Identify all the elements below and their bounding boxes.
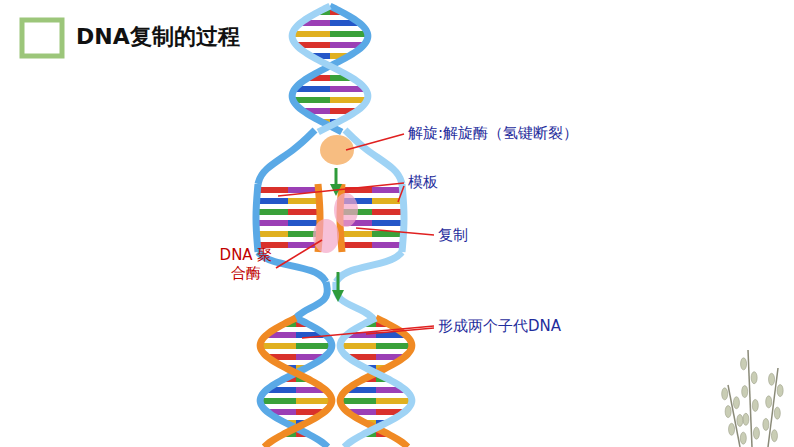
callout-label: 形成两个子代DNA (438, 317, 561, 335)
dna-strands (256, 6, 412, 447)
leader-lines (276, 134, 434, 338)
callout-label: 解旋:解旋酶（氢键断裂） (408, 124, 578, 142)
title-icon (22, 20, 62, 56)
callout-label: DNA 聚合酶 (218, 246, 274, 282)
callout-label: 复制 (438, 226, 468, 244)
twig-decoration (722, 350, 783, 447)
callout-label: 模板 (408, 173, 438, 191)
slide-title: DNA复制的过程 (76, 24, 240, 50)
